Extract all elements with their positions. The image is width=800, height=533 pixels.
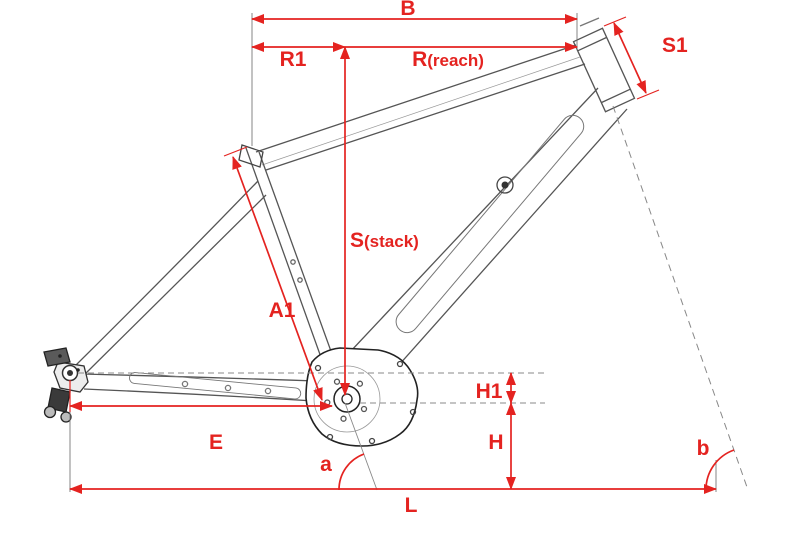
bottle-boss-icon bbox=[290, 259, 296, 265]
label-H: H bbox=[488, 431, 503, 454]
chain-stays bbox=[81, 372, 317, 402]
headset-bottom-cup bbox=[601, 88, 631, 104]
label-H1: H1 bbox=[476, 380, 503, 403]
label-S1: S1 bbox=[662, 34, 688, 57]
bike-frame-drawing bbox=[43, 17, 636, 447]
crank-bolt-icon bbox=[340, 415, 347, 422]
top-tube-upper-edge bbox=[255, 44, 577, 153]
chain-stay-upper bbox=[81, 373, 317, 382]
label-B: B bbox=[400, 0, 415, 20]
crank-bolt-icon bbox=[360, 405, 368, 413]
label-angle-a: a bbox=[320, 453, 332, 476]
label-R-reach: R(reach) bbox=[412, 48, 484, 71]
brake-caliper bbox=[43, 347, 71, 367]
dimension-lines bbox=[69, 14, 735, 494]
battery-outline bbox=[395, 114, 585, 334]
motor-bolt-icon bbox=[368, 437, 376, 445]
motor-bolt-icon bbox=[326, 433, 334, 441]
chain-stay-lower bbox=[83, 388, 315, 402]
label-S-stack: S(stack) bbox=[350, 229, 419, 252]
top-tube-lower-edge bbox=[265, 63, 586, 171]
dimension-labels: B R1 R(reach) S1 S(stack) A1 H1 H E a b … bbox=[209, 0, 709, 517]
label-A1: A1 bbox=[269, 299, 296, 322]
top-tube-inner-line bbox=[261, 56, 581, 166]
label-angle-b: b bbox=[697, 437, 710, 460]
dim-S1-line bbox=[613, 22, 647, 94]
down-tube bbox=[349, 87, 628, 385]
guard-bolt-icon bbox=[264, 387, 272, 395]
seat-stay-upper bbox=[73, 180, 259, 368]
head-tube bbox=[572, 17, 636, 113]
bolt-icon bbox=[76, 368, 80, 372]
motor-bolt-icon bbox=[409, 408, 417, 416]
angle-b-arc bbox=[705, 449, 735, 491]
label-R-sub: (reach) bbox=[427, 51, 484, 70]
steerer-spacer bbox=[579, 17, 600, 27]
label-R1: R1 bbox=[280, 48, 307, 71]
steering-axis-line bbox=[612, 105, 749, 491]
charge-port-center bbox=[501, 181, 509, 189]
dim-A1-tick-top bbox=[223, 146, 248, 157]
crank-bolt-icon bbox=[333, 378, 341, 385]
motor-assembly bbox=[305, 347, 419, 447]
rear-dropout-assembly bbox=[43, 347, 89, 423]
crank-bolt-icon bbox=[356, 380, 364, 387]
guard-bolt-icon bbox=[181, 380, 189, 388]
derailleur-pulley-icon bbox=[43, 405, 57, 419]
seat-stays bbox=[73, 180, 267, 380]
rear-axle-center bbox=[67, 370, 73, 376]
bottle-boss-icon bbox=[297, 277, 303, 283]
charge-port-icon bbox=[496, 176, 514, 194]
down-tube-upper-edge bbox=[349, 87, 599, 353]
label-E: E bbox=[209, 431, 223, 454]
seat-tube-axis-extension bbox=[344, 402, 378, 491]
guard-bolt-icon bbox=[224, 384, 232, 392]
seat-stay-lower bbox=[79, 194, 267, 380]
bolt-icon bbox=[58, 354, 62, 358]
motor-housing bbox=[305, 347, 419, 447]
seat-tube-left-edge bbox=[245, 147, 333, 389]
dim-S1-tick-bottom bbox=[636, 89, 660, 100]
angle-a-arc bbox=[338, 453, 365, 491]
dim-S1-tick-top bbox=[603, 16, 627, 27]
derailleur-pulley-icon bbox=[60, 411, 72, 423]
head-tube-body bbox=[572, 27, 636, 113]
label-S-sub: (stack) bbox=[364, 232, 419, 251]
down-tube-lower-edge bbox=[381, 108, 628, 385]
dim-A1-line bbox=[232, 156, 323, 401]
label-S-main: S bbox=[350, 229, 364, 252]
motor-bolt-icon bbox=[396, 360, 404, 368]
label-R-main: R bbox=[412, 48, 427, 71]
label-L: L bbox=[405, 494, 418, 517]
top-tube bbox=[255, 44, 586, 171]
headset-top-cup bbox=[577, 36, 607, 52]
